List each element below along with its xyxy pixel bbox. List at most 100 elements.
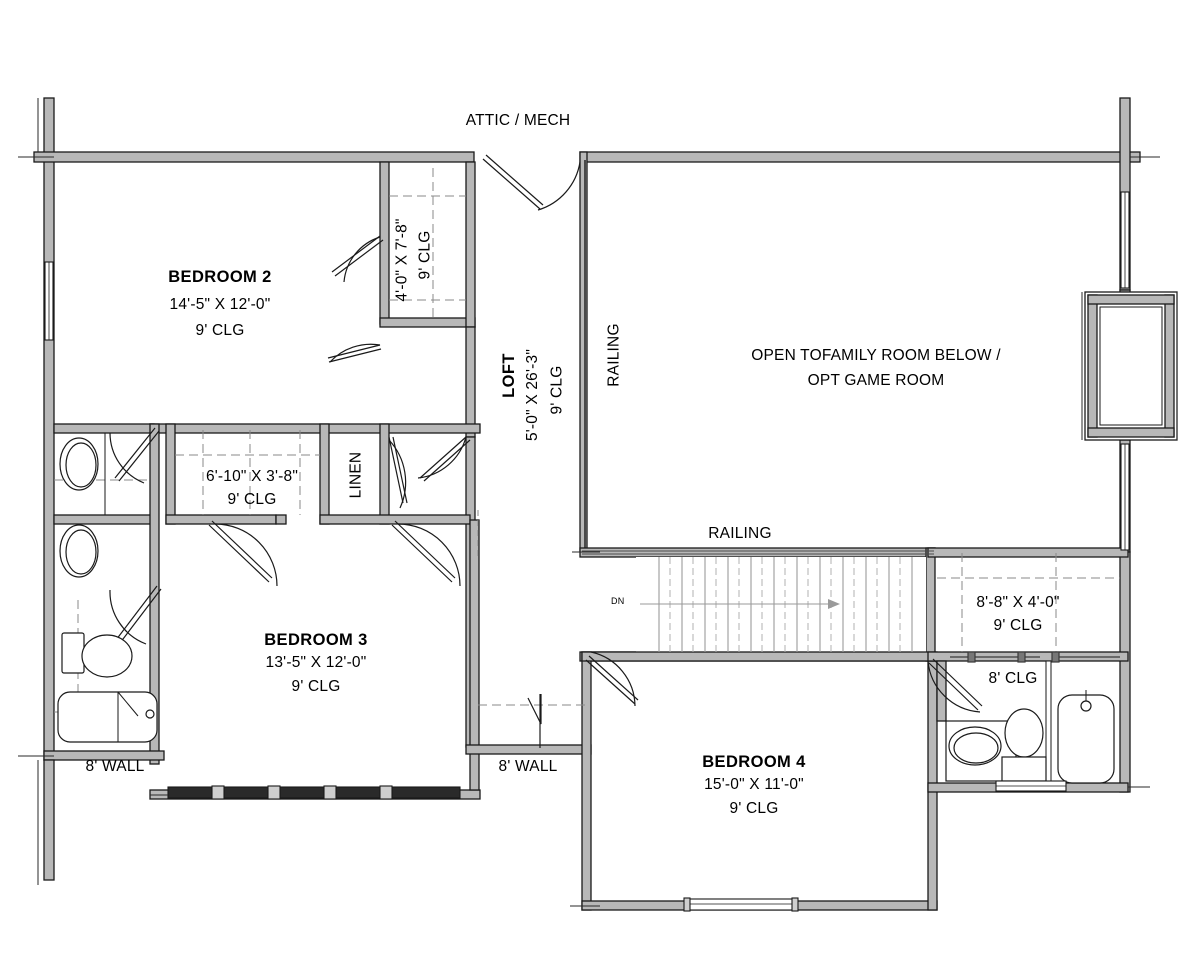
label-loft-clg: 9' CLG [548,365,565,415]
label-stair-dn: DN [611,596,625,606]
label-railing-horizontal: RAILING [708,525,772,542]
door-leaf-bed2cl-u [331,235,381,273]
door-leaf-bed3 [394,520,456,579]
toilet-tank-left [61,632,85,674]
label-bedroom-2-name: BEDROOM 2 [168,268,272,286]
wall-bed2closet-right [465,161,476,328]
wall-stair-right [925,547,936,662]
door-arc-bed4 [590,651,636,707]
door-arc-bed2-hall [329,343,381,363]
door-leaf-bath4 [932,658,983,707]
label-bed3-closet-clg: 9' CLG [227,491,277,508]
wall-below-loft [465,744,592,755]
label-bedroom-4-name: BEDROOM 4 [702,753,806,771]
sink-oval-upper-inner [65,442,97,488]
wall-hall-bottom-c [319,514,471,525]
door-arc-bath4 [927,660,981,713]
door-leaf-linen [388,436,404,504]
wall-bed3closet-left [165,423,176,525]
wall-linen-right [379,423,390,525]
door-leaf-bath-l2 [119,588,162,644]
wall-hall-bottom-b [275,514,287,525]
label-bedroom-3-name: BEDROOM 3 [264,631,368,649]
label-bed2-closet-clg: 9' CLG [416,230,433,280]
label-bed4-closet-dim: 8'-8" X 4'-0" [976,594,1060,611]
label-bedroom-2-clg: 9' CLG [195,322,245,339]
label-bedroom-3-clg: 9' CLG [291,678,341,695]
label-railing-vertical-wrap: RAILING [604,300,626,410]
window-bed4-jamb-l [683,897,691,912]
door-leaf-bed2-lower2 [423,439,471,482]
railing-line-vertical [584,160,586,552]
label-bed4-closet-clg: 9' CLG [993,617,1043,634]
label-bed2-closet-clg-wrap: 9' CLG [414,200,436,310]
stair-dn-arrow [640,599,840,609]
fixture-layer [57,433,1115,784]
door-leaf-bed2hall [327,344,381,359]
wall-bath-left-top [53,423,155,434]
window-bed4-jamb-r [791,897,799,912]
label-loft-clg-wrap: 9' CLG [546,335,568,445]
extension-line-layer [18,98,1178,907]
door-layer [109,154,983,748]
tub-left-diag [117,691,139,717]
label-bedroom-3-dim: 13'-5" X 12'-0" [265,654,367,671]
window-bed3-bottom [167,786,461,799]
door-leaf-bath4-2 [928,662,979,711]
door-leaf-bed4-2 [585,659,636,705]
closet-rod-layer [950,651,1120,663]
label-open-to-below-1: OPEN TOFAMILY ROOM BELOW / [751,347,1001,364]
door-leaf-linen2 [392,436,408,504]
rod-bracket-3 [1051,651,1060,663]
bay-window-frame-bottom [1087,427,1175,438]
label-linen-wrap: LINEN [345,445,367,505]
door-leaf-bed2-lower [419,436,467,479]
tub-bath4-drain [1080,700,1092,712]
door-leaf-bed3cl2 [208,524,270,583]
label-loft-dim-wrap: 5'-0" X 26'-3" [522,330,544,460]
door-leaf-bed4 [588,655,639,701]
rod-bracket-1 [967,651,976,663]
wall-exterior-top-right [579,151,1141,163]
door-leaf-attic [482,158,541,210]
door-leaf-bath-u2 [118,430,160,482]
label-bedroom-4-clg: 9' CLG [729,800,779,817]
door-arc-bath-lower [109,589,147,645]
label-bed2-closet-dim: 4'-0" X 7'-8" [394,218,411,302]
door-arc-attic [537,161,581,211]
wall-bed3-right [469,519,480,791]
wall-bed4-top [581,651,938,662]
mullion-1 [211,785,225,800]
label-railing-vertical: RAILING [606,323,624,387]
sink-oval-bath4-inner [953,732,999,764]
wall-exterior-left [43,97,55,761]
wall-stair-top [579,547,936,558]
wall-bed4closet-top [927,547,1129,558]
label-open-to-below-2: OPT GAME ROOM [807,372,945,389]
wall-hall-top [149,423,481,434]
door-arc-bed2-lower [417,436,467,479]
wall-exterior-right-bath [1119,551,1131,793]
label-wall-note-right: 8' WALL [498,758,558,775]
label-wall-note-left: 8' WALL [85,758,145,775]
tub-left [57,691,158,743]
mullion-4 [379,785,393,800]
door-arc-bed3closet [214,523,278,587]
wall-bath-vanity-divider [53,514,155,525]
door-leaf-bath-u [114,427,156,479]
door-arc-bed3 [397,523,461,587]
label-bed2-closet-dim-wrap: 4'-0" X 7'-8" [392,190,414,330]
toilet-tank-bath4 [1001,756,1047,782]
toilet-bowl-bath4 [1004,708,1044,758]
bay-window-frame-left [1087,294,1098,438]
label-loft-dim: 5'-0" X 26'-3" [524,348,542,442]
arrow-hall-head [527,694,542,725]
door-leaf-bath-l [115,585,158,641]
label-linen: LINEN [347,451,364,499]
bay-window-frame-right [1164,294,1175,438]
window-bed4-bottom [685,898,797,911]
mullion-3 [323,785,337,800]
door-leaf-bed3cl [211,520,273,579]
